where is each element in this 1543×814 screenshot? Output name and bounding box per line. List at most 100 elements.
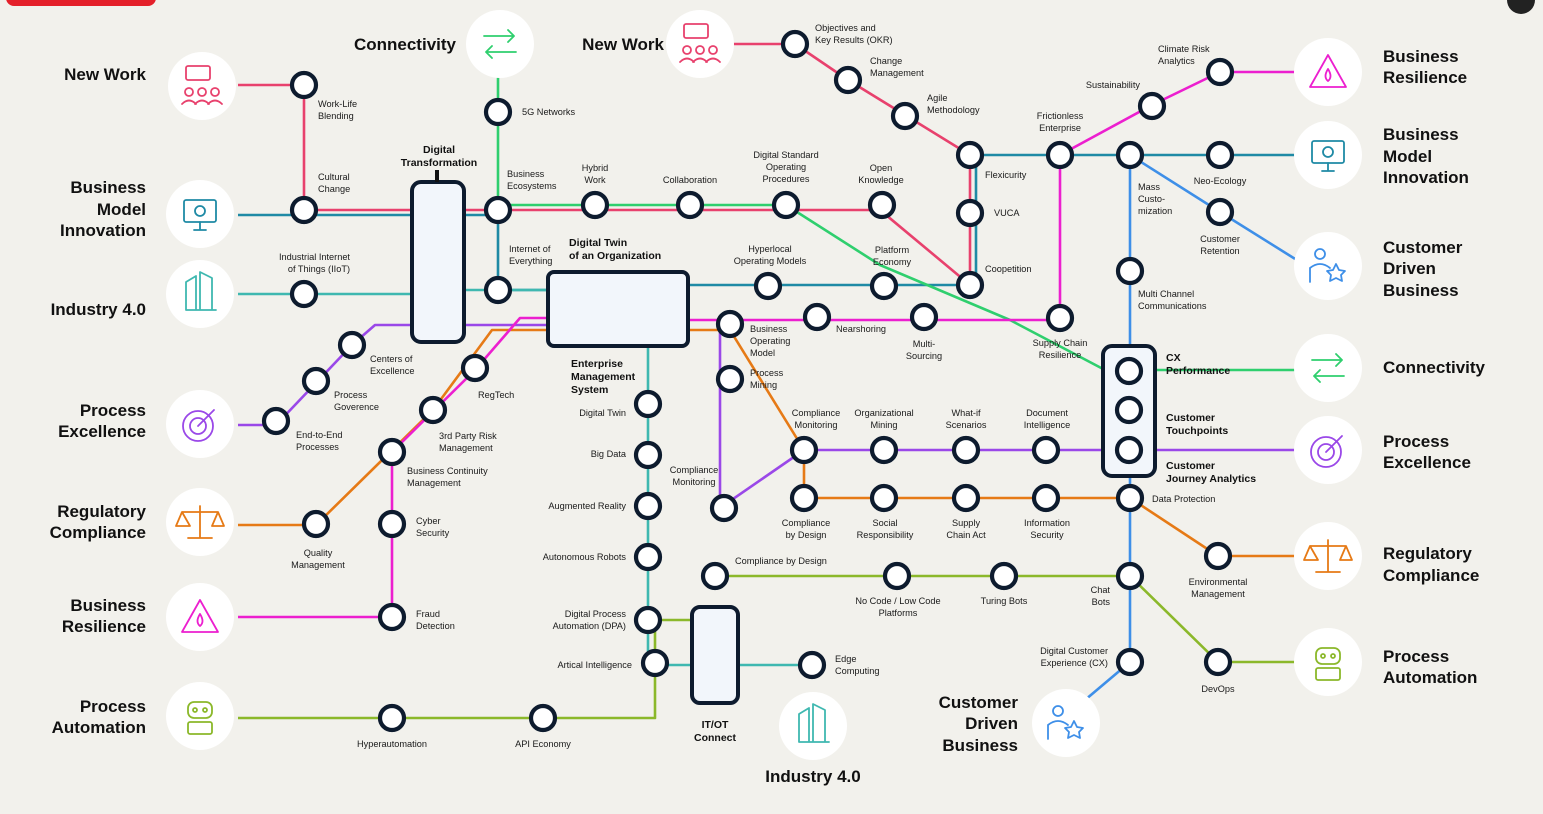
station-change-mgmt[interactable] xyxy=(833,65,863,95)
station-e2e[interactable] xyxy=(261,406,291,436)
station-cx1[interactable] xyxy=(1114,356,1144,386)
station-compliance-design-b[interactable] xyxy=(700,561,730,591)
warning-fire-icon xyxy=(166,583,234,651)
station-bom[interactable] xyxy=(715,309,745,339)
hub-cx2-label-1: Customer xyxy=(1166,412,1215,424)
station-dpa[interactable] xyxy=(633,605,663,635)
label-mass-2: Custo- xyxy=(1138,194,1165,204)
station-chatbots[interactable] xyxy=(1115,561,1145,591)
station-devops[interactable] xyxy=(1203,647,1233,677)
hub-itot-label-2: Connect xyxy=(694,732,737,744)
station-env-mgmt[interactable] xyxy=(1203,541,1233,571)
station-multichannel[interactable] xyxy=(1115,256,1145,286)
station-sustainability[interactable] xyxy=(1137,91,1167,121)
label-dsop-3: Procedures xyxy=(763,174,810,184)
station-cx2[interactable] xyxy=(1114,395,1144,425)
label-business-ecosystems-1: Business xyxy=(507,169,545,179)
station-platform[interactable] xyxy=(869,271,899,301)
label-retention-2: Retention xyxy=(1200,246,1239,256)
station-third-party[interactable] xyxy=(418,395,448,425)
station-dcx[interactable] xyxy=(1115,647,1145,677)
station-compliance-design-a[interactable] xyxy=(789,483,819,513)
station-flexicurity[interactable] xyxy=(955,140,985,170)
station-dsop[interactable] xyxy=(771,190,801,220)
station-hyperautomation[interactable] xyxy=(377,703,407,733)
station-customer-retention[interactable] xyxy=(1205,197,1235,227)
station-whatif[interactable] xyxy=(951,435,981,465)
label-governance-1: Process xyxy=(334,390,368,400)
label-digital-twin: Digital Twin xyxy=(579,408,626,418)
label-change-2: Management xyxy=(870,68,924,78)
label-open-knowledge-1: Open xyxy=(870,163,892,173)
station-quality[interactable] xyxy=(301,509,331,539)
github-icon[interactable] xyxy=(1507,0,1535,14)
station-turing[interactable] xyxy=(989,561,1019,591)
station-api[interactable] xyxy=(528,703,558,733)
station-data-protection[interactable] xyxy=(1115,483,1145,513)
station-org-mining[interactable] xyxy=(869,435,899,465)
station-autonomous[interactable] xyxy=(633,542,663,572)
station-iot[interactable] xyxy=(483,275,513,305)
station-vuca[interactable] xyxy=(955,198,985,228)
station-open-knowledge[interactable] xyxy=(867,190,897,220)
station-nocode[interactable] xyxy=(882,561,912,591)
label-cyber-1: Cyber xyxy=(416,516,441,526)
station-bcm[interactable] xyxy=(377,437,407,467)
station-cultural-change[interactable] xyxy=(289,195,319,225)
station-supply-chain-act[interactable] xyxy=(951,483,981,513)
station-compliance-monitoring-a[interactable] xyxy=(789,435,819,465)
station-iiot[interactable] xyxy=(289,279,319,309)
station-regtech[interactable] xyxy=(460,353,490,383)
label-5g: 5G Networks xyxy=(522,107,576,117)
station-edge[interactable] xyxy=(797,650,827,680)
label-governance-2: Goverence xyxy=(334,402,379,412)
label-quality-1: Quality xyxy=(304,548,333,558)
label-supply-act-2: Chain Act xyxy=(946,530,986,540)
station-neo-ecology[interactable] xyxy=(1205,140,1235,170)
label-info-sec-2: Security xyxy=(1030,530,1064,540)
station-digital-twin-small[interactable] xyxy=(633,389,663,419)
label-edge-2: Computing xyxy=(835,666,879,676)
station-process-mining[interactable] xyxy=(715,364,745,394)
station-5g[interactable] xyxy=(483,97,513,127)
station-big-data[interactable] xyxy=(633,440,663,470)
label-hyperlocal-2: Operating Models xyxy=(734,256,807,266)
station-doc-intel[interactable] xyxy=(1031,435,1061,465)
station-business-ecosystems[interactable] xyxy=(483,195,513,225)
label-work-life-2: Blending xyxy=(318,111,354,121)
station-cyber[interactable] xyxy=(377,509,407,539)
station-coopetition[interactable] xyxy=(955,270,985,300)
station-cx3[interactable] xyxy=(1114,435,1144,465)
label-comp-design-a-1: Compliance xyxy=(782,518,831,528)
station-okr[interactable] xyxy=(780,29,810,59)
station-social[interactable] xyxy=(869,483,899,513)
station-climate-risk[interactable] xyxy=(1205,57,1235,87)
station-process-governance[interactable] xyxy=(301,366,331,396)
label-supply-act-1: Supply xyxy=(952,518,980,528)
station-nearshoring[interactable] xyxy=(802,302,832,332)
station-info-sec[interactable] xyxy=(1031,483,1061,513)
station-work-life[interactable] xyxy=(289,70,319,100)
label-turing: Turing Bots xyxy=(981,596,1028,606)
station-augmented[interactable] xyxy=(633,491,663,521)
station-supply-resilience[interactable] xyxy=(1045,303,1075,333)
label-frictionless-1: Frictionless xyxy=(1037,111,1084,121)
label-comp-mon-a-1: Compliance xyxy=(792,408,841,418)
station-compliance-monitoring-b[interactable] xyxy=(709,493,739,523)
label-devops: DevOps xyxy=(1201,684,1235,694)
station-mass-custom[interactable] xyxy=(1115,140,1145,170)
station-collaboration[interactable] xyxy=(675,190,705,220)
station-hyperlocal[interactable] xyxy=(753,271,783,301)
station-frictionless[interactable] xyxy=(1045,140,1075,170)
hub-itot xyxy=(690,605,740,705)
station-ai[interactable] xyxy=(640,648,670,678)
station-fraud[interactable] xyxy=(377,602,407,632)
connectivity-icon xyxy=(466,10,534,78)
station-multisourcing[interactable] xyxy=(909,302,939,332)
station-hybrid-work[interactable] xyxy=(580,190,610,220)
category-labels: New Work Connectivity New Work Business … xyxy=(50,35,1486,786)
station-agile[interactable] xyxy=(890,101,920,131)
warning-fire-icon xyxy=(1294,38,1362,106)
label-vuca: VUCA xyxy=(994,208,1020,218)
station-centers-excellence[interactable] xyxy=(337,330,367,360)
